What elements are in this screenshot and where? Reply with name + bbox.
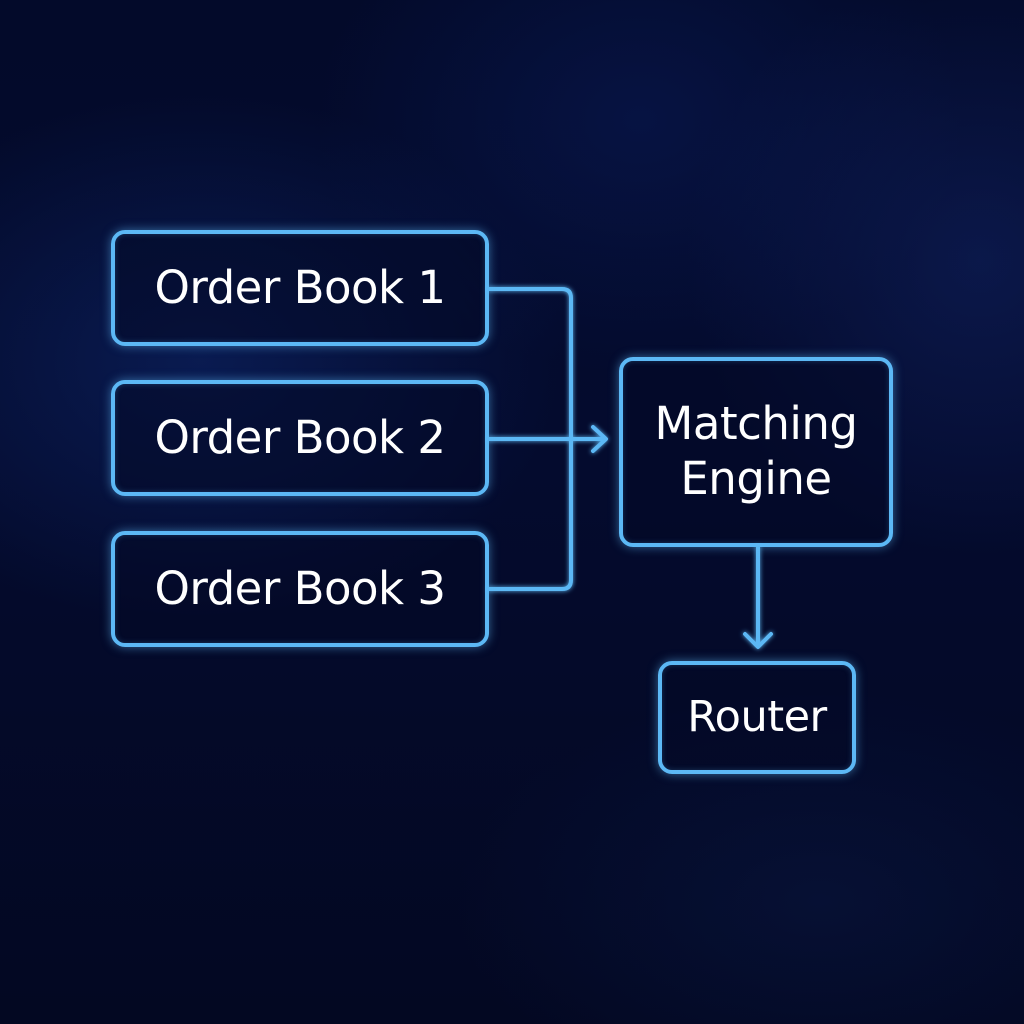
node-label: Order Book 2 — [154, 410, 446, 464]
arrowhead-engine — [591, 425, 608, 453]
node-router: Router — [658, 661, 856, 774]
node-label: Router — [687, 692, 827, 743]
node-label: Order Book 1 — [154, 260, 446, 314]
node-label-line-2: Engine — [680, 452, 832, 505]
edge-book1-to-bus — [487, 287, 573, 591]
node-order-book-3: Order Book 3 — [111, 531, 489, 647]
node-matching-engine: Matching Engine — [619, 357, 893, 547]
node-label: Order Book 3 — [154, 561, 446, 615]
node-order-book-2: Order Book 2 — [111, 380, 489, 496]
node-label: Matching Engine — [655, 397, 858, 507]
node-order-book-1: Order Book 1 — [111, 230, 489, 346]
arrowhead-router — [743, 632, 773, 649]
node-label-line-1: Matching — [654, 397, 858, 451]
